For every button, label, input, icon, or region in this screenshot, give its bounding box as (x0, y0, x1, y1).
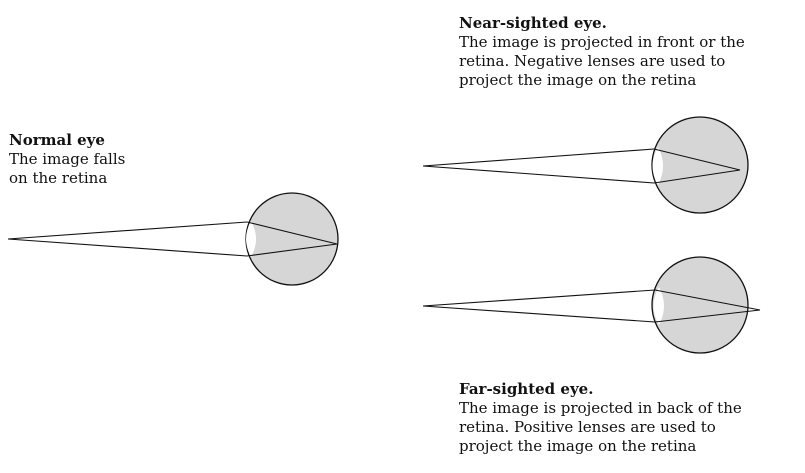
far-sighted-text-line: project the image on the retina (459, 437, 799, 456)
far-sighted-title: Far-sighted eye. (459, 380, 799, 399)
normal-eye-title: Normal eye (9, 131, 184, 150)
near-sighted-text-line: retina. Negative lenses are used to (459, 52, 799, 71)
normal-eyeball (246, 193, 338, 285)
near-eyeball (652, 117, 748, 213)
near-sighted-eye (423, 117, 748, 213)
normal-eye-text-line: on the retina (9, 169, 184, 188)
near-sighted-text-line: project the image on the retina (459, 71, 799, 90)
near-ray-upper-outer (423, 149, 654, 166)
far-sighted-caption: Far-sighted eye. The image is projected … (459, 380, 799, 456)
normal-ray-upper-outer (8, 222, 247, 239)
far-ray-lower-outer (423, 306, 655, 322)
normal-eye-caption: Normal eye The image falls on the retina (9, 131, 184, 188)
near-ray-lower-outer (423, 166, 654, 183)
normal-eye-text-line: The image falls (9, 150, 184, 169)
far-ray-upper-outer (423, 290, 655, 306)
far-sighted-text-line: The image is projected in back of the (459, 399, 799, 418)
far-sighted-eye (423, 257, 760, 353)
normal-ray-lower-outer (8, 239, 247, 256)
near-sighted-text-line: The image is projected in front or the (459, 33, 799, 52)
near-sighted-title: Near-sighted eye. (459, 14, 799, 33)
far-sighted-text-line: retina. Positive lenses are used to (459, 418, 799, 437)
normal-eye (8, 193, 338, 285)
near-sighted-caption: Near-sighted eye. The image is projected… (459, 14, 799, 90)
